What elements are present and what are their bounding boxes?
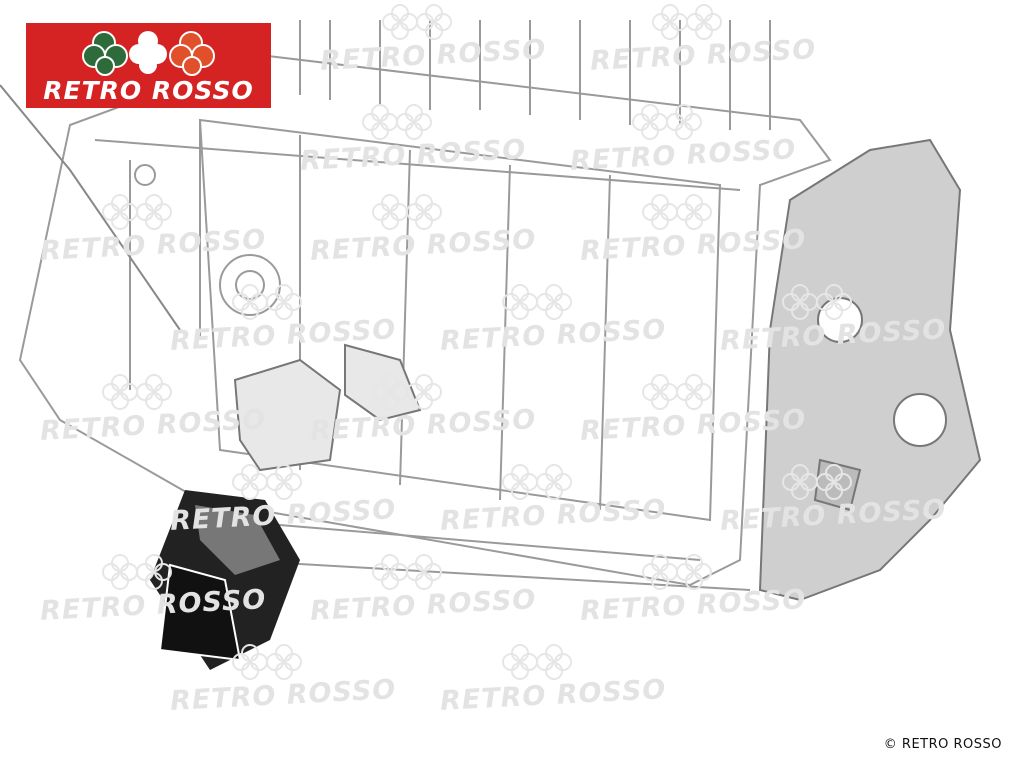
watermark-clover-icon [642,554,712,590]
watermark-text: RETRO ROSSO [579,224,808,267]
retro-rosso-logo: RETRO ROSSO [26,23,271,108]
watermark-text: RETRO ROSSO [579,404,808,447]
copyright-notice: © RETRO ROSSO [883,737,1002,752]
watermark-text: RETRO ROSSO [589,34,818,77]
watermark-clover-icon [372,374,442,410]
clover-icons [82,31,215,76]
watermark-text: RETRO ROSSO [39,584,268,627]
watermark-clover-icon [232,644,302,680]
watermark-text: RETRO ROSSO [579,584,808,627]
watermark-clover-icon [382,4,452,40]
watermark-clover-icon [372,554,442,590]
watermark-clover-icon [102,194,172,230]
watermark-clover-icon [782,464,852,500]
watermark-text: RETRO ROSSO [319,34,548,77]
watermark-text: RETRO ROSSO [169,314,398,357]
watermark-clover-icon [642,374,712,410]
watermark-clover-icon [782,284,852,320]
watermark-clover-icon [362,104,432,140]
watermark-text: RETRO ROSSO [719,494,948,537]
watermark-clover-icon [102,374,172,410]
green-clover-icon [82,31,128,76]
watermark-clover-icon [232,284,302,320]
logo-brand-text: RETRO ROSSO [43,76,254,105]
engine-block [18,20,832,591]
watermark-text: RETRO ROSSO [309,404,538,447]
watermark-text: RETRO ROSSO [169,494,398,537]
orange-clover-icon [169,31,215,76]
watermark-text: RETRO ROSSO [309,584,538,627]
watermark-text: RETRO ROSSO [719,314,948,357]
watermark-clover-icon [642,194,712,230]
watermark-text: RETRO ROSSO [39,404,268,447]
watermark-text: RETRO ROSSO [439,674,668,717]
watermark-text: RETRO ROSSO [569,134,798,177]
watermark-clover-icon [502,644,572,680]
watermark-clover-icon [652,4,722,40]
watermark-clover-icon [502,284,572,320]
watermark-text: RETRO ROSSO [439,314,668,357]
white-clover-icon [129,31,167,74]
watermark-clover-icon [102,554,172,590]
watermark-text: RETRO ROSSO [439,494,668,537]
engine-mount-part [150,490,300,670]
watermark-clover-icon [232,464,302,500]
watermark-clover-icon [372,194,442,230]
watermark-clover-icon [502,464,572,500]
watermark-text: RETRO ROSSO [309,224,538,267]
watermark-text: RETRO ROSSO [299,134,528,177]
watermark-text: RETRO ROSSO [169,674,398,717]
watermark-clover-icon [632,104,702,140]
watermark-text: RETRO ROSSO [39,224,268,267]
dipstick [0,84,181,331]
